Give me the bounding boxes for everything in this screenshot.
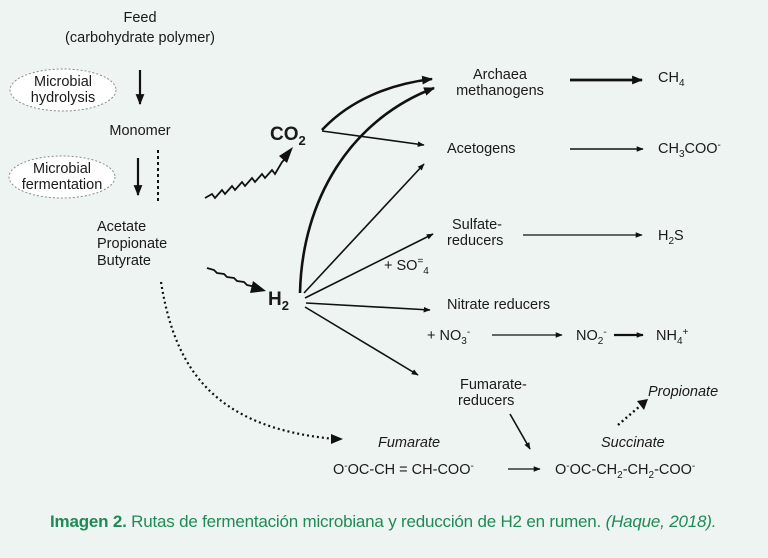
nitrate-label: Nitrate reducers bbox=[447, 297, 550, 313]
no3-label: + NO3- bbox=[427, 327, 470, 347]
caption-lead: Imagen 2. bbox=[50, 512, 127, 531]
arrow-co2-archaea bbox=[321, 75, 434, 131]
so4-label: + SO=4 bbox=[384, 256, 429, 277]
co2-label: CO2 bbox=[270, 124, 306, 148]
arrow-h2-acetogens bbox=[303, 163, 425, 294]
wavy-arrow-h2-head bbox=[250, 281, 266, 293]
wavy-arrow-h2 bbox=[206, 267, 257, 288]
wavy-arrow-co2-head bbox=[279, 147, 293, 163]
acetate-formula: CH3COO- bbox=[658, 140, 721, 160]
arrow-fumred-succinate bbox=[509, 413, 531, 450]
dotted-arrow-succinate-propionate bbox=[617, 405, 641, 426]
sulfate-label-1: Sulfate- bbox=[452, 217, 502, 233]
arrow-co2-acetogens bbox=[321, 130, 425, 147]
ch4-label: CH4 bbox=[658, 70, 685, 89]
hydrolysis-label-2: hydrolysis bbox=[31, 90, 95, 106]
fumarate-formula: O-OC-CH = CH-COO- bbox=[333, 461, 474, 478]
propionate-label: Propionate bbox=[648, 384, 718, 400]
sulfate-label-2: reducers bbox=[447, 233, 503, 249]
hydrolysis-label-1: Microbial bbox=[34, 74, 92, 90]
h2s-label: H2S bbox=[658, 228, 684, 247]
fermentation-diagram: Feed (carbohydrate polymer) Microbial hy… bbox=[8, 10, 721, 481]
dotted-curve-head bbox=[331, 434, 343, 444]
caption-text: Rutas de fermentación microbiana y reduc… bbox=[131, 512, 602, 531]
vfa-butyrate: Butyrate bbox=[97, 253, 151, 269]
wavy-arrow-co2 bbox=[204, 157, 287, 200]
arrow-h2-nitrate bbox=[305, 302, 431, 313]
fumred-label-1: Fumarate- bbox=[460, 377, 527, 393]
fumarate-label: Fumarate bbox=[378, 435, 440, 451]
figure-caption: Imagen 2. Rutas de fermentación microbia… bbox=[50, 512, 768, 532]
fermentation-oval bbox=[8, 155, 116, 199]
fermentation-label-1: Microbial bbox=[33, 161, 91, 177]
dotted-arrow-propionate-head bbox=[637, 399, 648, 410]
archaea-label-2: methanogens bbox=[456, 83, 544, 99]
fumred-label-2: reducers bbox=[458, 393, 514, 409]
vfa-acetate: Acetate bbox=[97, 219, 146, 235]
h2-label: H2 bbox=[268, 289, 289, 313]
vfa-propionate: Propionate bbox=[97, 236, 167, 252]
no2-label: NO2- bbox=[576, 327, 607, 347]
hydrolysis-oval bbox=[9, 68, 117, 112]
arrow-h2-archaea bbox=[298, 86, 436, 294]
feed-label: Feed bbox=[123, 10, 156, 26]
caption-reference: (Haque, 2018). bbox=[605, 512, 717, 531]
feed-sublabel: (carbohydrate polymer) bbox=[65, 30, 215, 46]
monomer-label: Monomer bbox=[109, 123, 170, 139]
fermentation-label-2: fermentation bbox=[22, 177, 103, 193]
succinate-label: Succinate bbox=[601, 435, 665, 451]
acetogens-label: Acetogens bbox=[447, 141, 516, 157]
succinate-formula: O-OC-CH2-CH2-COO- bbox=[555, 461, 695, 481]
nh4-label: NH4+ bbox=[656, 327, 689, 347]
dotted-curve-vfa-fumarate bbox=[159, 281, 336, 441]
arrow-h2-fumarate bbox=[304, 306, 419, 376]
arrow-h2-sulfate bbox=[304, 233, 434, 299]
archaea-label-1: Archaea bbox=[473, 67, 528, 83]
